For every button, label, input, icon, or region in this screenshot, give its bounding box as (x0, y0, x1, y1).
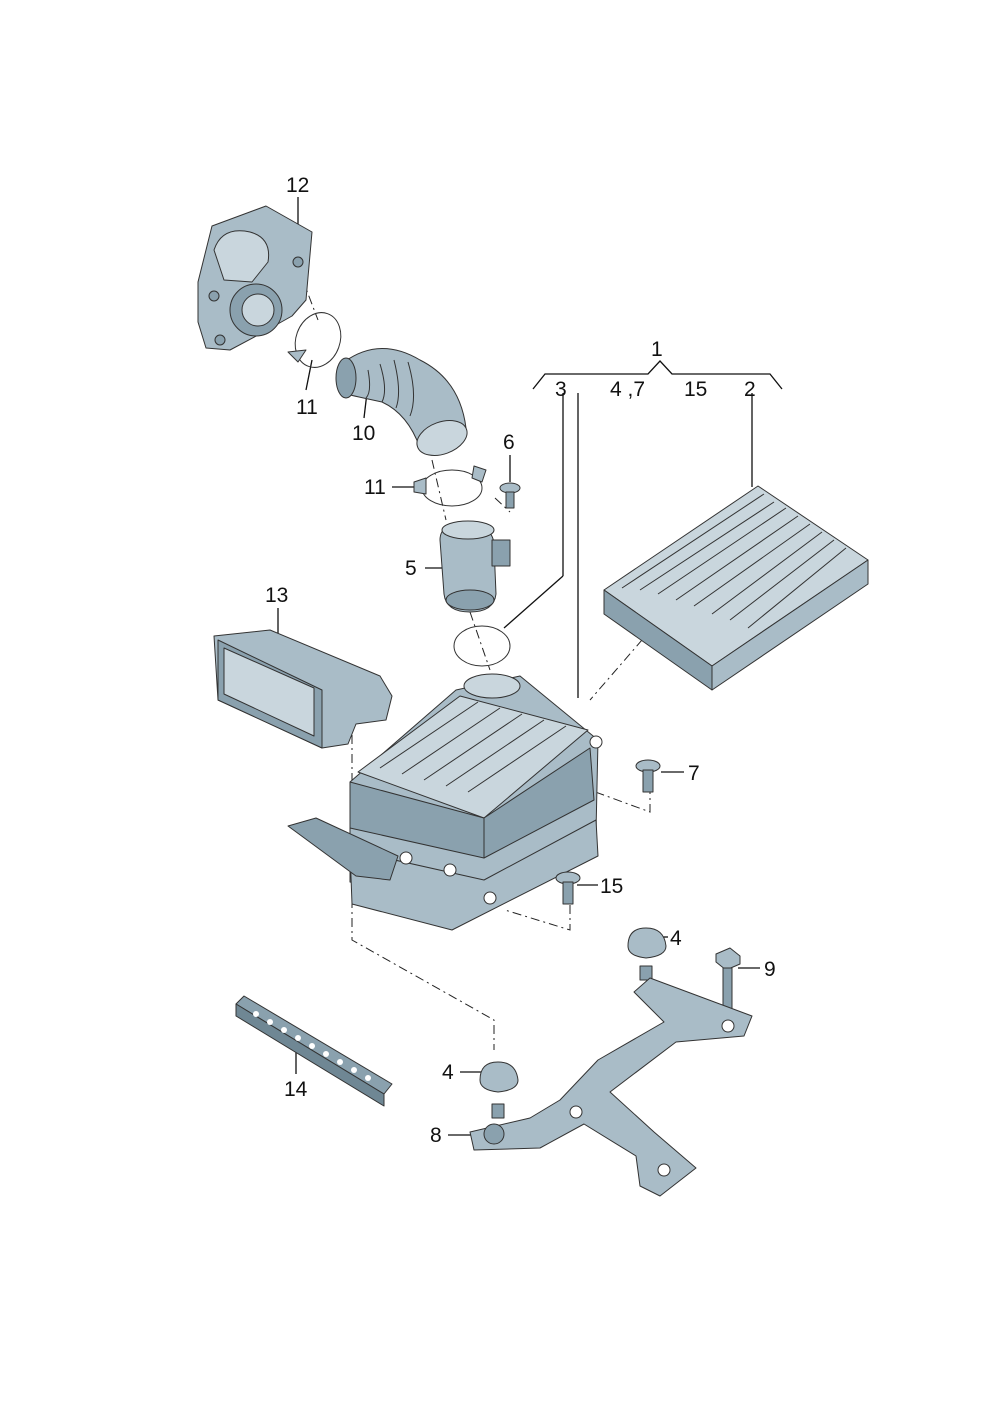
air-mass-meter (439, 520, 511, 613)
callout-1: 1 (651, 338, 663, 361)
hose-clamp-lower (413, 465, 487, 507)
callout-11-upper: 11 (296, 396, 318, 419)
callout-6: 6 (503, 431, 515, 454)
rubber-mount-lower (479, 1061, 519, 1119)
throttle-body (197, 205, 313, 351)
hose-clamp-upper (287, 312, 342, 368)
callout-9: 9 (764, 958, 776, 981)
callout-15: 15 (600, 875, 623, 898)
group-bracket (532, 360, 783, 390)
callout-8: 8 (430, 1124, 442, 1147)
air-filter-housing (287, 673, 603, 931)
callout-4-lower: 4 (442, 1061, 454, 1084)
filter-element (603, 485, 869, 691)
rubber-mount-upper (627, 927, 667, 981)
callout-14: 14 (284, 1078, 308, 1101)
callout-4-7: 4 ,7 (610, 378, 645, 401)
sealing-ring (453, 625, 511, 667)
mounting-bracket (469, 977, 753, 1197)
screw-7 (635, 759, 661, 793)
callout-10: 10 (352, 422, 375, 445)
bolt-9 (715, 947, 741, 1013)
callouts: 1 3 4 ,7 15 2 12 11 10 6 11 5 13 7 15 4 … (265, 174, 776, 1147)
callout-12: 12 (286, 174, 309, 197)
leader-lines (277, 197, 760, 1136)
callout-13: 13 (265, 584, 288, 607)
intake-hose (335, 348, 468, 456)
screw-15 (555, 871, 581, 905)
callout-7: 7 (688, 762, 700, 785)
callout-15-top: 15 (684, 378, 707, 401)
air-intake-duct (213, 629, 393, 749)
screw-6 (499, 482, 521, 509)
seal-strip (235, 995, 393, 1107)
callout-5: 5 (405, 557, 417, 580)
callout-4-upper: 4 (670, 927, 682, 950)
callout-11-lower: 11 (364, 476, 386, 499)
callout-2: 2 (744, 378, 756, 401)
callout-3: 3 (555, 378, 567, 401)
